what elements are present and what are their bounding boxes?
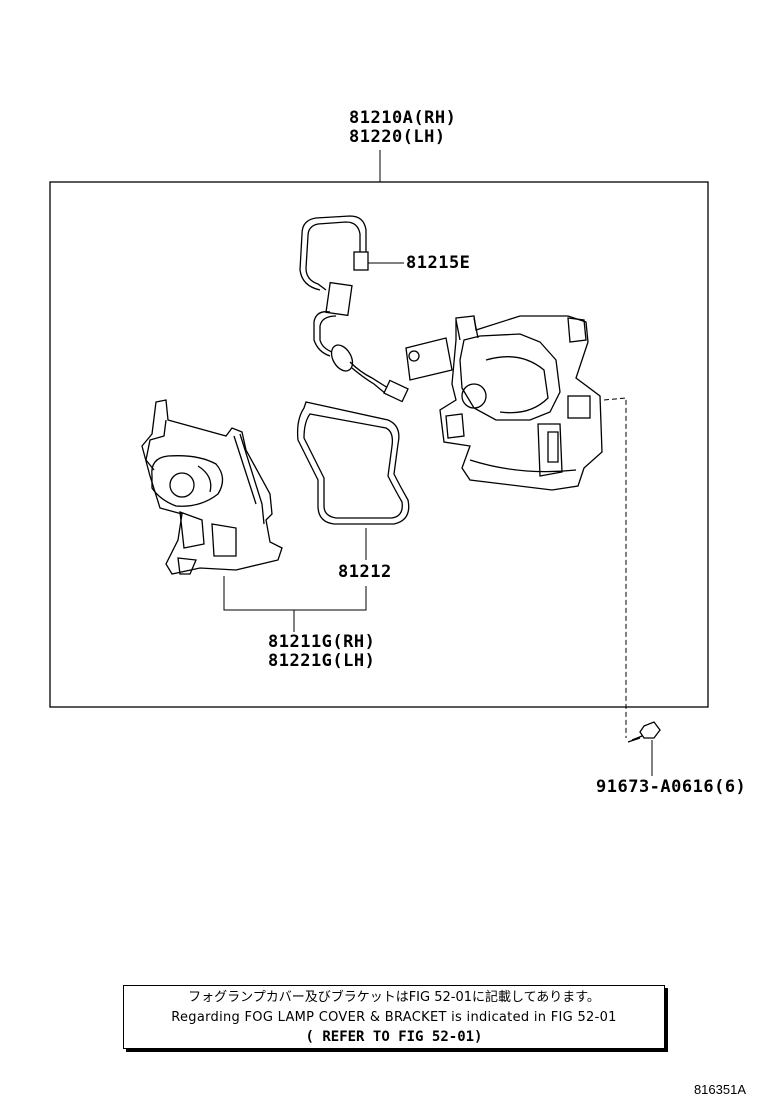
- label-housing-lh: 81221G(LH): [268, 651, 376, 671]
- note-reference: ( REFER TO FIG 52-01): [305, 1029, 483, 1045]
- leader-housing: [223, 576, 367, 632]
- leader-screw-dashed: [603, 397, 627, 738]
- reference-note-box: フォグランプカバー及びブラケットはFIG 52-01に記載してあります。 Reg…: [123, 985, 665, 1049]
- figure-id: 816351A: [693, 1082, 746, 1097]
- fog-lamp-housing-rh: [405, 315, 603, 491]
- screw-icon: [627, 721, 661, 743]
- label-socket: 81215E: [406, 253, 471, 273]
- assembly-frame: [49, 181, 709, 708]
- label-housing-rh: 81211G(RH): [268, 632, 376, 652]
- note-english: Regarding FOG LAMP COVER & BRACKET is in…: [171, 1010, 617, 1025]
- label-assembly-lh: 81220(LH): [349, 127, 446, 147]
- label-assembly-rh: 81210A(RH): [349, 108, 457, 128]
- fog-lamp-housing-lh: [141, 399, 283, 575]
- note-japanese: フォグランプカバー及びブラケットはFIG 52-01に記載してあります。: [188, 990, 600, 1005]
- socket-wire-harness: [299, 215, 409, 403]
- label-screw: 91673-A0616(6): [596, 777, 747, 797]
- label-gasket: 81212: [338, 562, 392, 582]
- gasket-81212: [296, 401, 410, 525]
